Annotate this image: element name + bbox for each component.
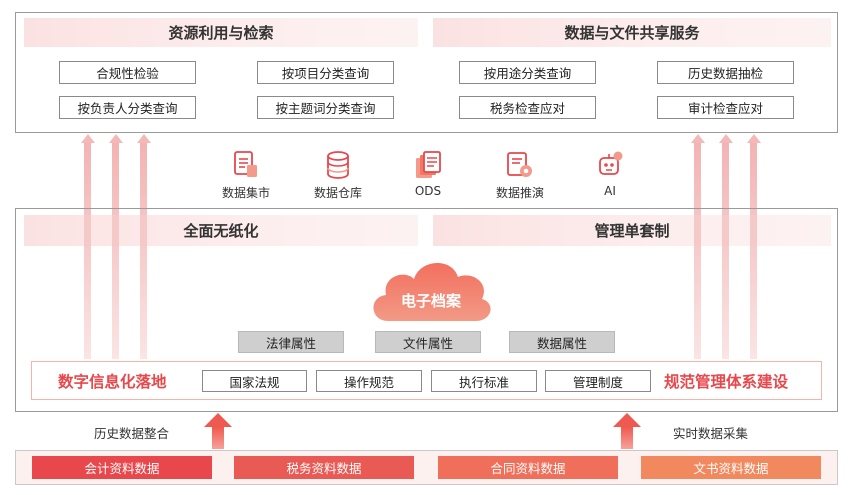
data-mart-item: 数据集市 [214, 150, 278, 201]
arrow-shaft [140, 215, 147, 246]
icon-label: ODS [414, 184, 442, 198]
accounting-data-bar: 会计资料数据 [32, 456, 212, 479]
up-arrow [746, 134, 761, 359]
history-integration-label: 历史数据整合 [94, 426, 170, 441]
document-stack-icon [234, 151, 257, 177]
legal-attribute-box: 法律属性 [238, 331, 344, 353]
usage-query-box: 按用途分类查询 [459, 61, 596, 84]
management-system-box: 管理制度 [545, 370, 651, 392]
file-attribute-box: 文件属性 [375, 331, 481, 353]
up-arrow [690, 134, 705, 359]
bottom-panel [15, 208, 838, 412]
cloud-icon [373, 262, 491, 321]
history-sampling-box: 历史数据抽检 [657, 61, 794, 84]
norms-row [31, 361, 822, 400]
compliance-check-box: 合规性检验 [59, 61, 196, 84]
up-arrow [718, 134, 733, 359]
history-integration-arrow [204, 413, 232, 449]
standard-system-label: 规范管理体系建设 [664, 373, 789, 391]
database-icon [327, 151, 349, 179]
left-flow-arrows-overlay [84, 215, 156, 246]
realtime-collection-arrow [613, 413, 641, 449]
national-law-box: 国家法规 [202, 370, 307, 392]
data-deduction-item: 数据推演 [488, 150, 552, 201]
icon-label: 数据推演 [495, 186, 544, 200]
contract-data-bar: 合同资料数据 [438, 456, 618, 479]
e-archive-label: 电子档案 [400, 292, 461, 310]
owner-query-box: 按负责人分类查询 [59, 96, 196, 119]
right-flow-arrows [690, 134, 766, 359]
data-warehouse-item: 数据仓库 [306, 150, 370, 201]
right-flow-arrows-overlay [694, 215, 766, 246]
up-arrow [80, 134, 95, 359]
robot-icon [599, 151, 623, 175]
execution-standard-box: 执行标准 [431, 370, 537, 392]
up-arrow [136, 134, 151, 359]
data-sharing-title: 数据与文件共享服务 [433, 18, 831, 47]
ods-item: ODS [396, 150, 460, 198]
arrow-shaft [722, 215, 729, 246]
keyword-query-box: 按主题词分类查询 [257, 96, 394, 119]
arrow-shaft [750, 215, 757, 246]
tax-data-bar: 税务资料数据 [234, 456, 414, 479]
digital-implementation-label: 数字信息化落地 [58, 373, 167, 391]
icon-label: AI [604, 184, 616, 198]
up-arrow [108, 134, 123, 359]
resource-retrieval-title: 资源利用与检索 [24, 18, 418, 47]
document-data-bar: 文书资料数据 [641, 456, 821, 479]
tax-inspection-box: 税务检查应对 [459, 96, 596, 119]
realtime-collection-label: 实时数据采集 [673, 426, 749, 441]
data-attribute-box: 数据属性 [509, 331, 615, 353]
document-gear-icon [507, 152, 532, 177]
single-set-title: 管理单套制 [433, 215, 831, 246]
arrow-shaft [112, 215, 119, 246]
arrow-shaft [84, 215, 91, 246]
ai-item: AI [578, 150, 642, 198]
icon-label: 数据集市 [221, 186, 270, 200]
arrow-shaft [694, 215, 701, 246]
left-flow-arrows [80, 134, 156, 359]
icon-label: 数据仓库 [313, 186, 362, 200]
files-stack-icon [416, 151, 441, 178]
operation-spec-box: 操作规范 [316, 370, 422, 392]
audit-inspection-box: 审计检查应对 [657, 96, 794, 119]
project-query-box: 按项目分类查询 [257, 61, 394, 84]
